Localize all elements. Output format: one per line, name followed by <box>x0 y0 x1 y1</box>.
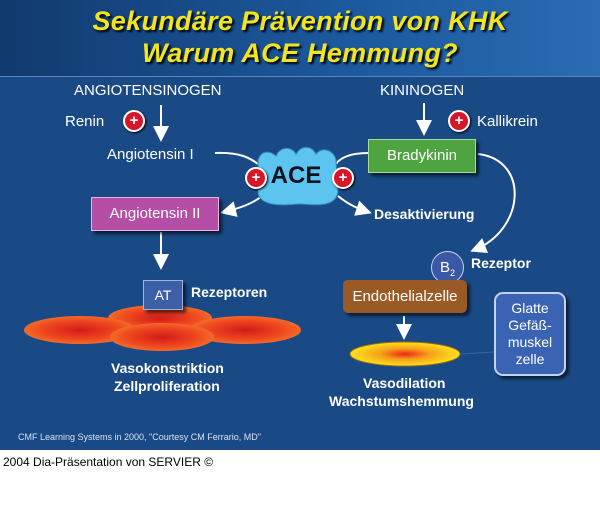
at-receptor-box: AT <box>143 280 183 310</box>
glatte-line-2: Gefäß- <box>508 317 552 333</box>
glatte-line-1: Glatte <box>511 300 549 316</box>
wachstumshemmung-label: Wachstumshemmung <box>329 393 474 409</box>
title-line-2: Warum ACE Hemmung? <box>142 38 458 68</box>
endothelialzelle-box: Endothelialzelle <box>343 280 467 313</box>
title-bar: Sekundäre Prävention von KHK Warum ACE H… <box>0 0 600 77</box>
kallikrein-label: Kallikrein <box>477 113 538 130</box>
glatte-gefaessmuskelzelle-box: Glatte Gefäß- muskel zelle <box>494 292 566 376</box>
bradykinin-box: Bradykinin <box>368 139 476 173</box>
zellproliferation-label: Zellproliferation <box>114 378 220 394</box>
source-credit: CMF Learning Systems in 2000, "Courtesy … <box>18 432 261 442</box>
copyright-notice: 2004 Dia-Präsentation von SERVIER © <box>3 455 214 469</box>
b2-subscript: 2 <box>450 268 456 278</box>
ace-left-plus-icon: + <box>245 167 267 189</box>
angiotensin-i-label: Angiotensin I <box>107 146 194 163</box>
vasokonstriktion-label: Vasokonstriktion <box>111 360 224 376</box>
angiotensin-ii-box: Angiotensin II <box>91 197 219 231</box>
ace-label: ACE <box>270 162 322 189</box>
renin-plus-icon: + <box>123 110 145 132</box>
desaktivierung-label: Desaktivierung <box>374 206 475 222</box>
pathway-arrows <box>24 103 516 367</box>
rezeptoren-label: Rezeptoren <box>191 284 268 300</box>
glatte-line-4: zelle <box>515 351 545 367</box>
glatte-line-3: muskel <box>507 334 553 350</box>
ace-right-plus-icon: + <box>332 167 354 189</box>
title-line-1: Sekundäre Prävention von KHK <box>92 6 508 36</box>
b2-text: B <box>439 259 450 276</box>
kallikrein-plus-icon: + <box>448 110 470 132</box>
vasodilation-label: Vasodilation <box>363 375 446 391</box>
slide: Sekundäre Prävention von KHK Warum ACE H… <box>0 0 600 450</box>
angiotensinogen-label: ANGIOTENSINOGEN <box>74 82 222 99</box>
kininogen-label: KININOGEN <box>380 82 465 99</box>
rezeptor-label: Rezeptor <box>471 255 531 271</box>
b2-receptor-circle: B2 <box>431 251 464 284</box>
renin-label: Renin <box>65 113 105 130</box>
